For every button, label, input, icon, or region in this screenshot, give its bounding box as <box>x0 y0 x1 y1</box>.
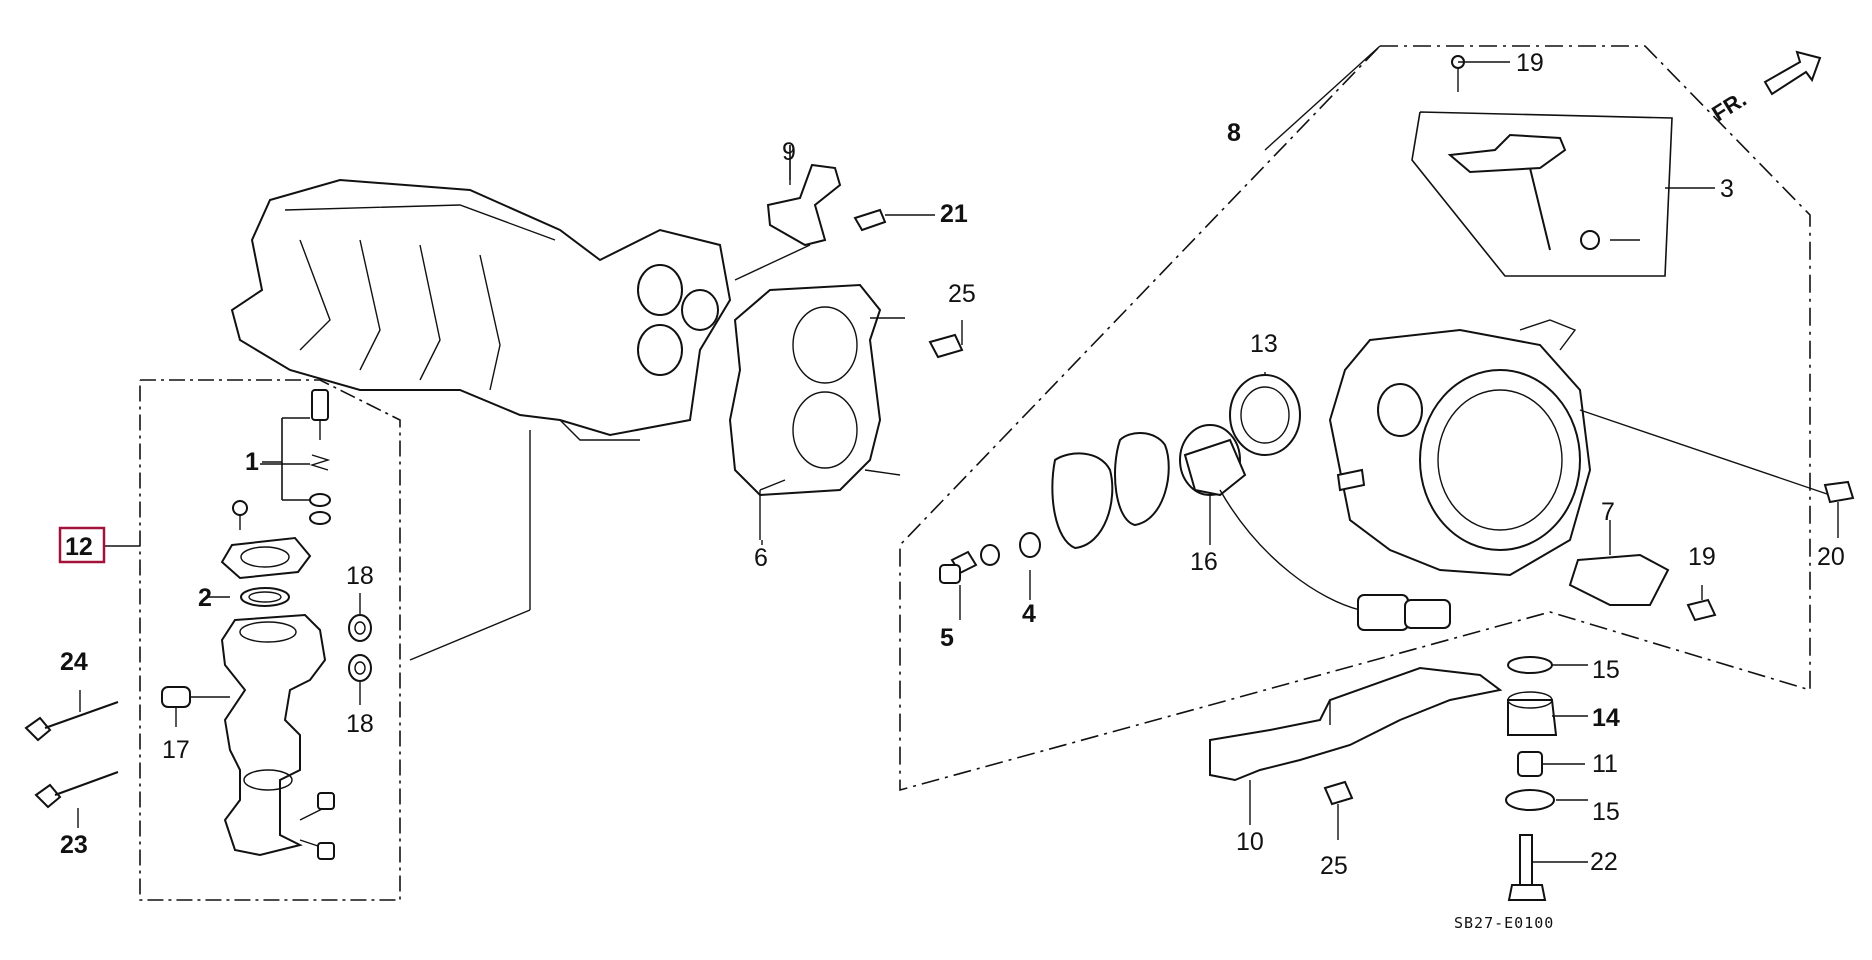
callout-4: 4 <box>1022 600 1036 628</box>
callout-6: 6 <box>754 544 768 572</box>
callout-10: 10 <box>1236 828 1264 856</box>
throttle-body <box>1328 319 1831 577</box>
callout-12: 12 <box>65 533 93 561</box>
callout-7: 7 <box>1601 498 1615 526</box>
callout-8: 8 <box>1227 119 1241 147</box>
part-12-assembly <box>161 389 372 860</box>
callout-2: 2 <box>198 584 212 612</box>
callout-18a: 18 <box>346 562 374 590</box>
callout-17: 17 <box>162 736 190 764</box>
diagram-code: SB27-E0100 <box>1454 914 1554 932</box>
bracket-and-mounts <box>1209 480 1855 901</box>
intake-manifold <box>230 178 732 661</box>
callout-23: 23 <box>60 831 88 859</box>
bolts-left <box>24 690 119 828</box>
callout-14: 14 <box>1592 704 1620 732</box>
callout-21: 21 <box>940 200 968 228</box>
callout-3: 3 <box>1720 175 1734 203</box>
callout-16: 16 <box>1190 548 1218 576</box>
fr-label: FR. <box>1707 86 1750 126</box>
callout-19b: 19 <box>1688 543 1716 571</box>
spacer-and-bracket <box>728 145 964 540</box>
callout-9: 9 <box>782 138 796 166</box>
callout-13: 13 <box>1250 330 1278 358</box>
callout-20: 20 <box>1817 543 1845 571</box>
callout-15b: 15 <box>1592 798 1620 826</box>
highlight-box-12 <box>58 526 106 564</box>
callout-15a: 15 <box>1592 656 1620 684</box>
callout-5: 5 <box>940 624 954 652</box>
callout-25b: 25 <box>1320 852 1348 880</box>
callout-22: 22 <box>1590 848 1618 876</box>
callout-25a: 25 <box>948 280 976 308</box>
callout-18b: 18 <box>346 710 374 738</box>
callout-1: 1 <box>245 448 259 476</box>
callout-24: 24 <box>60 648 88 676</box>
callout-labels: 1 2 3 4 5 6 7 8 9 10 11 12 13 14 15 15 1… <box>60 49 1845 880</box>
front-direction-arrow: FR. <box>1707 50 1822 126</box>
callout-11: 11 <box>1592 750 1618 778</box>
part-3-detail <box>1447 55 1640 251</box>
callout-19a: 19 <box>1516 49 1544 77</box>
group-outlines <box>139 45 1811 901</box>
leader-lines <box>105 45 1839 863</box>
